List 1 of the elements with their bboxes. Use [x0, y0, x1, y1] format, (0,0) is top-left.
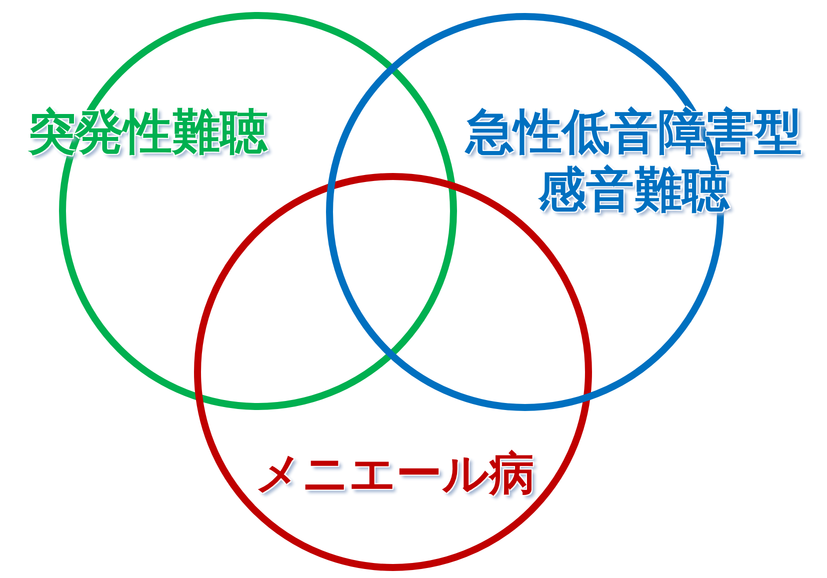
circle-label: メニエール病 [254, 446, 536, 502]
